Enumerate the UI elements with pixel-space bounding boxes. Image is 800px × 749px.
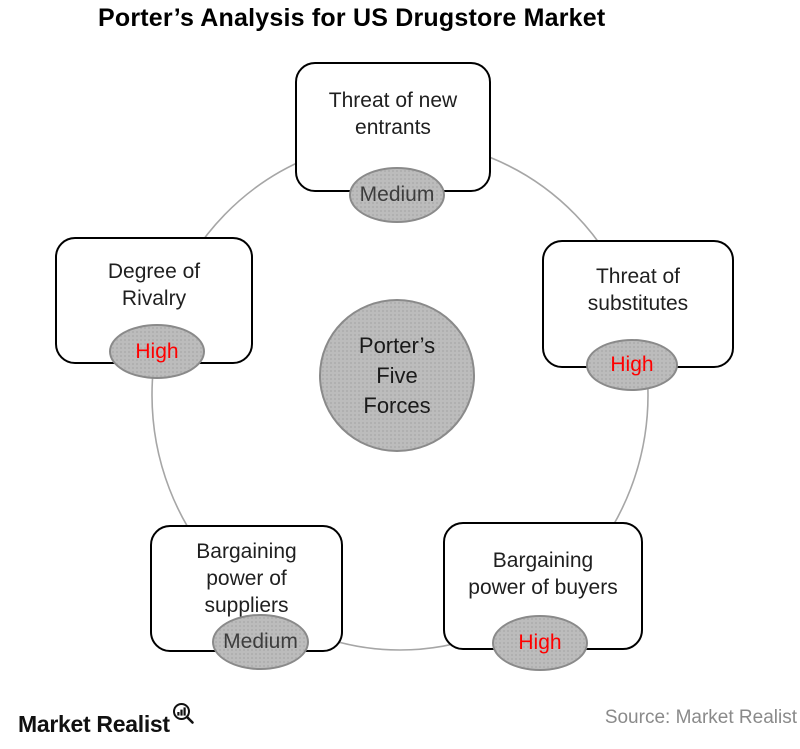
node-label: Threat of substitutes <box>587 265 689 315</box>
center-label: Porter’s Five Forces <box>358 332 436 418</box>
page-title: Porter’s Analysis for US Drugstore Marke… <box>98 4 606 32</box>
rating-label: Medium <box>223 630 298 653</box>
rating-label: High <box>135 339 179 363</box>
logo-text: Market Realist <box>18 711 170 737</box>
rating-badge-bargaining-power-of-suppliers: Medium <box>212 614 309 670</box>
rating-badge-threat-of-substitutes: High <box>586 339 678 391</box>
rating-badge-bargaining-power-of-buyers: High <box>492 615 588 671</box>
rating-label: High <box>518 631 562 654</box>
node-label: Degree of Rivalry <box>107 260 201 310</box>
node-label: Bargaining power of suppliers <box>196 540 297 617</box>
source-text: Source: Market Realist <box>604 707 797 728</box>
rating-label: Medium <box>359 183 435 206</box>
rating-label: High <box>610 353 654 376</box>
rating-badge-degree-of-rivalry: High <box>109 324 205 379</box>
center-circle: Porter’s Five Forces <box>319 299 475 452</box>
market-realist-logo: Market Realist <box>0 703 194 746</box>
magnifier-chart-icon <box>171 701 197 732</box>
node-label: Threat of new entrants <box>328 89 458 139</box>
node-label: Bargaining power of buyers <box>468 549 618 599</box>
node-degree-of-rivalry: Degree of Rivalry <box>55 237 253 364</box>
rating-badge-threat-of-new-entrants: Medium <box>349 167 445 223</box>
